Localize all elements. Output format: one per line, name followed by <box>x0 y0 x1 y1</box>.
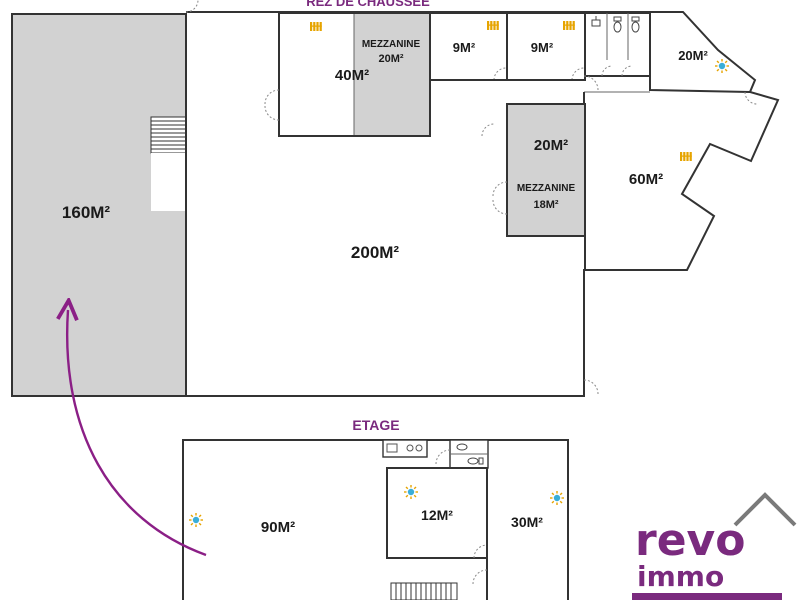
stairs-icon <box>390 582 458 600</box>
toilet-icon <box>613 16 640 33</box>
room-20b <box>506 103 586 237</box>
label-mezzanine-2: MEZZANINE <box>517 183 576 194</box>
stairs-icon <box>150 116 187 211</box>
label-160: 160M² <box>62 203 111 222</box>
ground-floor-outline <box>185 11 780 397</box>
label-mezzanine-2-area: 18M² <box>533 199 558 211</box>
label-mezzanine-1: MEZZANINE <box>362 39 421 50</box>
label-9a: 9M² <box>453 40 476 55</box>
air-conditioner-icon <box>188 512 204 528</box>
label-60: 60M² <box>629 171 663 188</box>
label-200: 200M² <box>351 243 400 262</box>
room-20a <box>649 13 751 93</box>
sink-icon <box>382 439 428 458</box>
air-conditioner-icon <box>403 484 419 500</box>
label-40: 40M² <box>335 67 369 84</box>
air-conditioner-icon <box>714 58 730 74</box>
curved-arrow-icon <box>67 310 207 557</box>
label-mezzanine-1-area: 20M² <box>378 53 403 65</box>
label-20b: 20M² <box>534 137 568 154</box>
wc-block <box>584 12 651 77</box>
brand-line-1: revo <box>635 515 745 566</box>
heading-ground-floor: REZ DE CHAUSSEE <box>306 0 430 9</box>
brand-logo: revo immo <box>632 492 797 600</box>
label-90: 90M² <box>261 519 295 536</box>
radiator-icon <box>680 152 692 161</box>
label-9b: 9M² <box>531 40 554 55</box>
sink-icon <box>591 16 601 27</box>
toilet-icon <box>456 443 484 465</box>
mezzanine-1 <box>354 14 429 135</box>
heading-upper-floor: ETAGE <box>352 417 399 433</box>
upper-floor-outline <box>182 439 569 600</box>
brand-line-2: immo <box>637 560 724 593</box>
label-20a: 20M² <box>678 48 708 63</box>
label-30: 30M² <box>511 514 543 530</box>
label-12: 12M² <box>421 507 453 523</box>
air-conditioner-icon <box>549 490 565 506</box>
